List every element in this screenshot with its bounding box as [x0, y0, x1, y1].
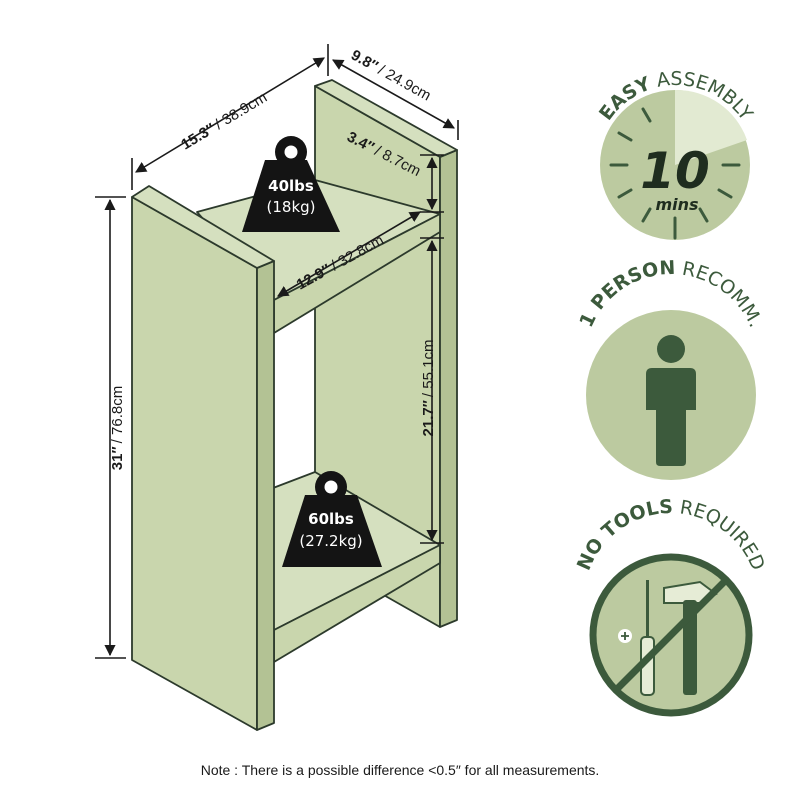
timer-tick-marks	[609, 107, 741, 240]
front-side-panel-edge	[256, 260, 275, 731]
weight-bottom: 60lbs (27.2kg)	[282, 471, 382, 567]
weight-top-metric: (18kg)	[267, 198, 316, 216]
front-side-panel-face	[131, 196, 258, 731]
timer-unit: mins	[655, 195, 698, 214]
weight-bottom-icon	[282, 495, 382, 567]
width-metric: / 24.9cm	[375, 62, 434, 105]
measurement-note: Note : There is a possible difference <0…	[200, 762, 600, 778]
timer-highlight-wedge	[675, 89, 747, 165]
depth-dimension-label: 15.3″/ 38.9cm	[178, 89, 270, 153]
person-head-icon	[657, 335, 685, 363]
shelf-gap-imperial: 21.7″	[420, 400, 437, 436]
badge-easy-assembly: 10 mins EASYASSEMBLY	[595, 68, 757, 240]
depth-metric: / 38.9cm	[212, 89, 270, 133]
weight-bottom-imperial: 60lbs	[308, 510, 354, 528]
height-dimension-label: 31″ / 76.8cm	[109, 386, 126, 470]
weight-top-icon	[242, 160, 340, 232]
dimension-lines	[95, 44, 459, 659]
timer-number: 10	[640, 142, 710, 200]
depth-imperial: 15.3″	[178, 120, 218, 153]
front-side-panel-top	[131, 185, 275, 269]
height-imperial: 31″	[109, 446, 126, 470]
shelf-gap-metric: / 55.1cm	[420, 340, 437, 398]
back-side-panel-edge	[439, 149, 458, 628]
shelf-gap-dimension-label: 21.7″ / 55.1cm	[420, 340, 437, 437]
hammer-icon	[663, 580, 718, 695]
height-metric: / 76.8cm	[109, 386, 126, 444]
weight-bottom-metric: (27.2kg)	[299, 532, 362, 550]
weight-top-imperial: 40lbs	[268, 177, 314, 195]
person-body-icon	[646, 368, 696, 466]
weight-top: 40lbs (18kg)	[242, 136, 340, 232]
prohibition-slash	[612, 576, 730, 694]
